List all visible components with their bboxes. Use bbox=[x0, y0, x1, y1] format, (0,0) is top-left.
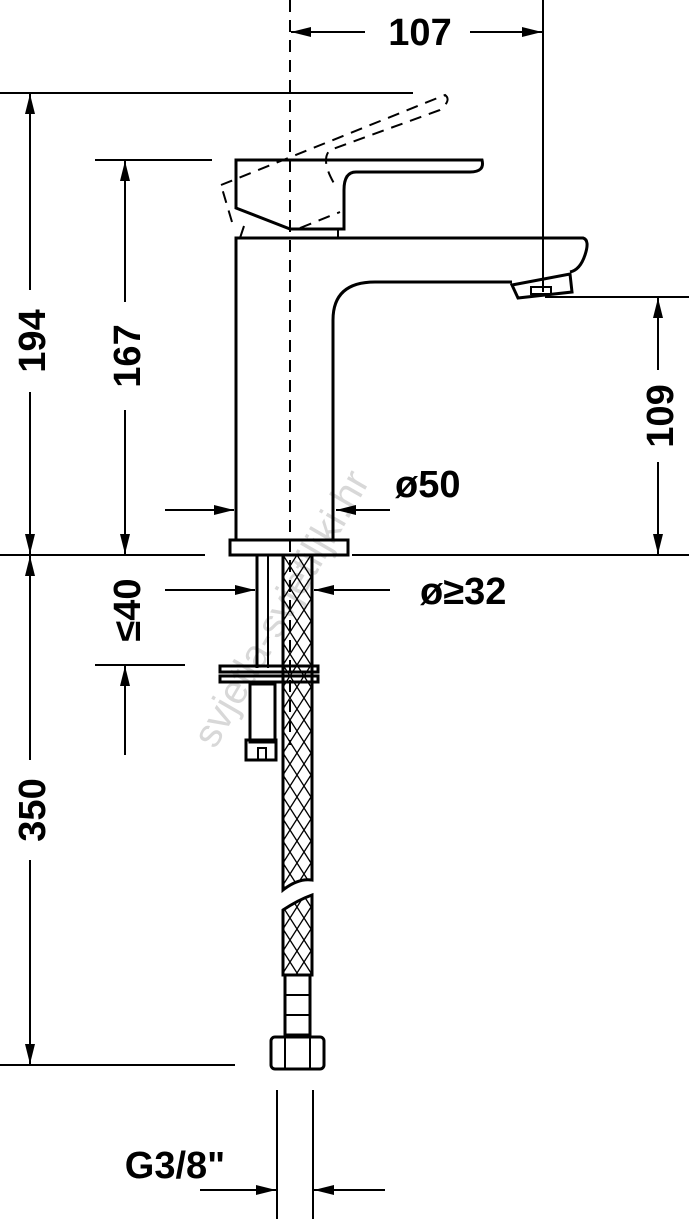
lever-handle bbox=[220, 93, 484, 231]
braided-hose bbox=[281, 553, 314, 977]
svg-text:194: 194 bbox=[12, 309, 54, 372]
svg-text:G3/8": G3/8" bbox=[125, 1145, 225, 1187]
dimension-thread: G3/8" bbox=[125, 1090, 385, 1219]
tube-connector bbox=[244, 682, 278, 762]
dimension-107: 107 bbox=[291, 12, 542, 54]
svg-text:107: 107 bbox=[388, 12, 451, 54]
dimension-167: 167 bbox=[107, 161, 149, 554]
svg-text:ø≥32: ø≥32 bbox=[420, 571, 506, 613]
hose-end-fitting bbox=[269, 973, 326, 1071]
dimension-350: 350 bbox=[12, 556, 54, 1064]
svg-text:350: 350 bbox=[12, 778, 54, 841]
supply-tube bbox=[255, 555, 269, 668]
svg-text:ø50: ø50 bbox=[395, 464, 460, 506]
dimension-194: 194 bbox=[12, 94, 54, 554]
hex-nut bbox=[269, 1035, 326, 1071]
mounting-washers bbox=[218, 664, 320, 684]
svg-text:167: 167 bbox=[107, 324, 149, 387]
dimension-counter-thickness: ≤40 bbox=[107, 578, 149, 755]
svg-text:109: 109 bbox=[640, 384, 682, 447]
dimension-hole-diameter: ø≥32 bbox=[165, 571, 506, 613]
dimension-109: 109 bbox=[640, 298, 682, 554]
svg-text:≤40: ≤40 bbox=[107, 578, 149, 641]
aerator bbox=[509, 272, 574, 300]
